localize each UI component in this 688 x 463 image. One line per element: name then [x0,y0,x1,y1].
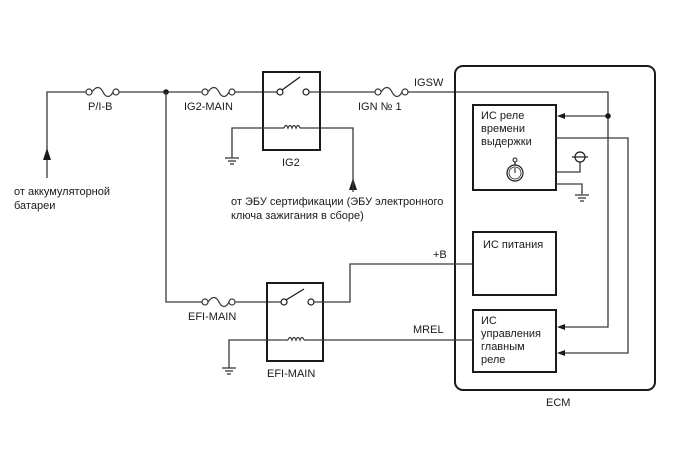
timer-output-wire [556,137,629,354]
ig2-coil-icon [231,124,354,165]
efi-main-relay-label: EFI-MAIN [267,368,315,380]
battery-label-line1: от аккумуляторной [14,186,110,198]
cert-ecu-label-line1: от ЭБУ сертификации (ЭБУ электронного [231,196,443,208]
ig2-relay-label: IG2 [282,157,300,169]
mrel-label: MREL [413,324,444,336]
arrow-icon [557,324,565,330]
arrow-icon [557,113,565,119]
battery-label-line2: батареи [14,200,55,212]
plus-b-label: +B [433,249,447,261]
timer-ic-label-line3: выдержки [481,136,532,148]
efi-branch-wire [165,92,202,303]
battery-arrow-icon [43,148,51,160]
efi-switch-icon [280,288,315,306]
timer-ic-box [472,104,557,191]
ground-icon [225,157,239,165]
ign1-fuse-icon [374,86,409,98]
ecm-enclosure [454,65,656,391]
efi-main-relay-box [266,282,324,362]
main-relay-ic-label-line3: главным [481,341,525,353]
ig2-main-fuse-icon [201,86,236,98]
ign1-fuse-label: IGN № 1 [358,101,402,113]
timer-ic-label-line1: ИС реле [481,110,524,122]
plus-b-wire [314,263,473,303]
ground-icon [222,367,236,375]
igsw-label: IGSW [414,77,444,89]
main-relay-ic-label-line4: реле [481,354,505,366]
ig2-main-fuse-label: IG2-MAIN [184,101,233,113]
junction-dot [605,113,611,119]
efi-coil-icon [228,336,473,368]
voltage-source-icon [572,151,588,163]
cert-ecu-label-line2: ключа зажигания в сборе) [231,210,364,222]
main-relay-ic-label-line1: ИС [481,315,497,327]
pib-fuse-label: P/I-B [88,101,112,113]
main-relay-ic-label-line2: управления [481,328,541,340]
ig2-switch-icon [276,76,310,96]
ecm-label: ECM [546,397,570,409]
ground-icon [575,194,589,202]
pib-fuse-icon [85,86,120,98]
power-ic-label: ИС питания [483,239,543,251]
ig2-relay-box [262,71,321,151]
timer-ic-label-line2: времени [481,123,525,135]
main-relay-ic-box [472,309,557,373]
arrow-icon [557,350,565,356]
igsw-wire [408,91,609,328]
efi-main-fuse-icon [201,296,236,308]
stopwatch-icon [506,157,524,182]
efi-main-fuse-label: EFI-MAIN [188,311,236,323]
ground-wire [556,183,583,194]
signal-wire [556,162,581,173]
battery-feed-wire [43,91,86,178]
